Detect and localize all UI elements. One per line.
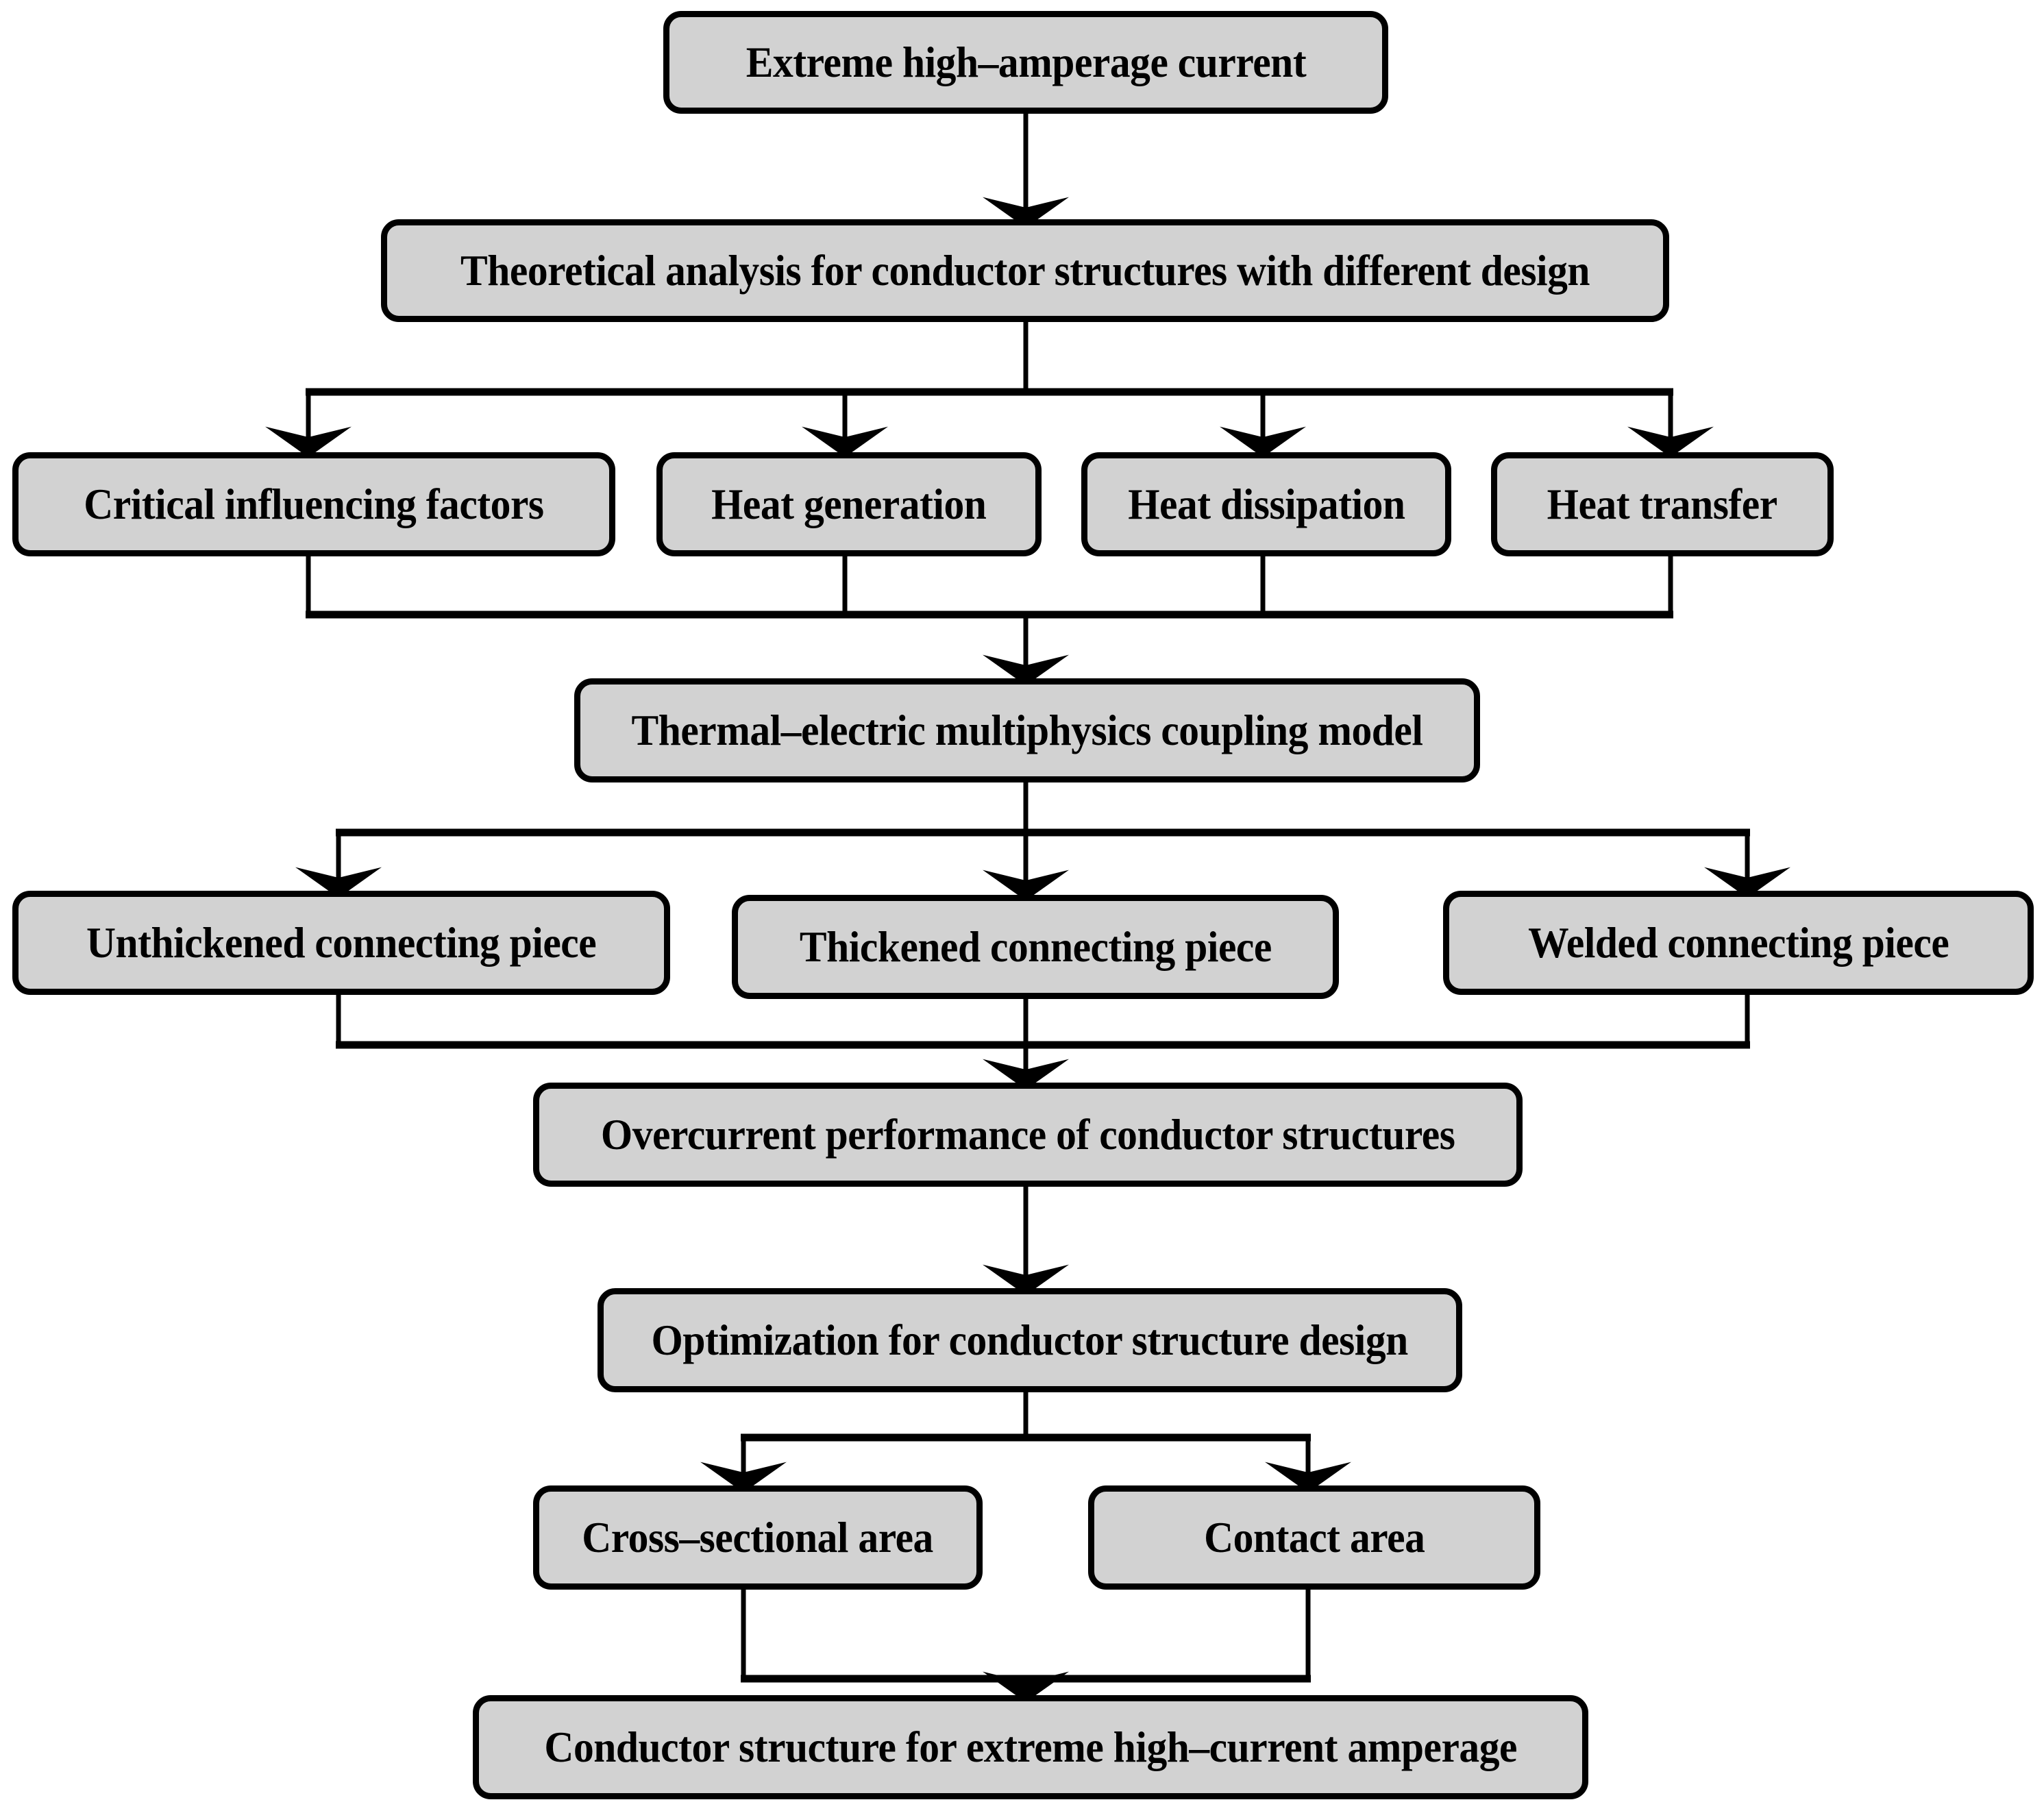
node-critical-influencing-factors[interactable]: Critical influencing factors [12,452,615,556]
connector-factors-merge [306,556,1673,686]
connector-optimization-fanout [700,1392,1351,1493]
node-label-heat-generation: Heat generation [711,480,987,529]
node-label-optimization-design: Optimization for conductor structure des… [651,1316,1409,1365]
node-label-heat-dissipation: Heat dissipation [1127,480,1405,529]
node-label-contact-area: Contact area [1203,1513,1425,1562]
node-thickened-connecting-piece[interactable]: Thickened connecting piece [732,895,1339,999]
node-label-overcurrent-performance: Overcurrent performance of conductor str… [600,1110,1455,1159]
node-label-cross-sectional-area: Cross–sectional area [582,1513,934,1562]
connector-areas-merge [741,1590,1311,1703]
node-label-thickened-connecting-piece: Thickened connecting piece [799,922,1272,972]
node-label-heat-transfer: Heat transfer [1547,480,1778,529]
connector-pieces-merge [336,995,1750,1090]
node-label-extreme-current: Extreme high–amperage current [746,38,1306,87]
node-overcurrent-performance[interactable]: Overcurrent performance of conductor str… [533,1083,1523,1187]
node-cross-sectional-area[interactable]: Cross–sectional area [533,1485,983,1590]
node-theoretical-analysis[interactable]: Theoretical analysis for conductor struc… [381,219,1669,322]
node-label-unthickened-connecting-piece: Unthickened connecting piece [86,918,597,967]
node-contact-area[interactable]: Contact area [1088,1485,1540,1590]
connector-model-fanout [295,782,1790,901]
node-label-welded-connecting-piece: Welded connecting piece [1527,918,1949,967]
node-heat-dissipation[interactable]: Heat dissipation [1081,452,1451,556]
node-welded-connecting-piece[interactable]: Welded connecting piece [1443,891,2034,995]
node-final-conductor-structure[interactable]: Conductor structure for extreme high–cur… [473,1695,1588,1799]
node-heat-transfer[interactable]: Heat transfer [1491,452,1834,556]
node-extreme-current[interactable]: Extreme high–amperage current [663,11,1388,114]
node-coupling-model[interactable]: Thermal–electric multiphysics coupling m… [574,678,1480,782]
node-label-final-conductor-structure: Conductor structure for extreme high–cur… [544,1723,1517,1772]
node-heat-generation[interactable]: Heat generation [656,452,1042,556]
node-label-theoretical-analysis: Theoretical analysis for conductor struc… [460,246,1590,295]
connector-theoretical-fanout [265,322,1714,458]
node-unthickened-connecting-piece[interactable]: Unthickened connecting piece [12,891,670,995]
node-label-coupling-model: Thermal–electric multiphysics coupling m… [631,706,1423,755]
node-label-critical-influencing-factors: Critical influencing factors [84,480,544,529]
node-optimization-design[interactable]: Optimization for conductor structure des… [598,1288,1462,1392]
